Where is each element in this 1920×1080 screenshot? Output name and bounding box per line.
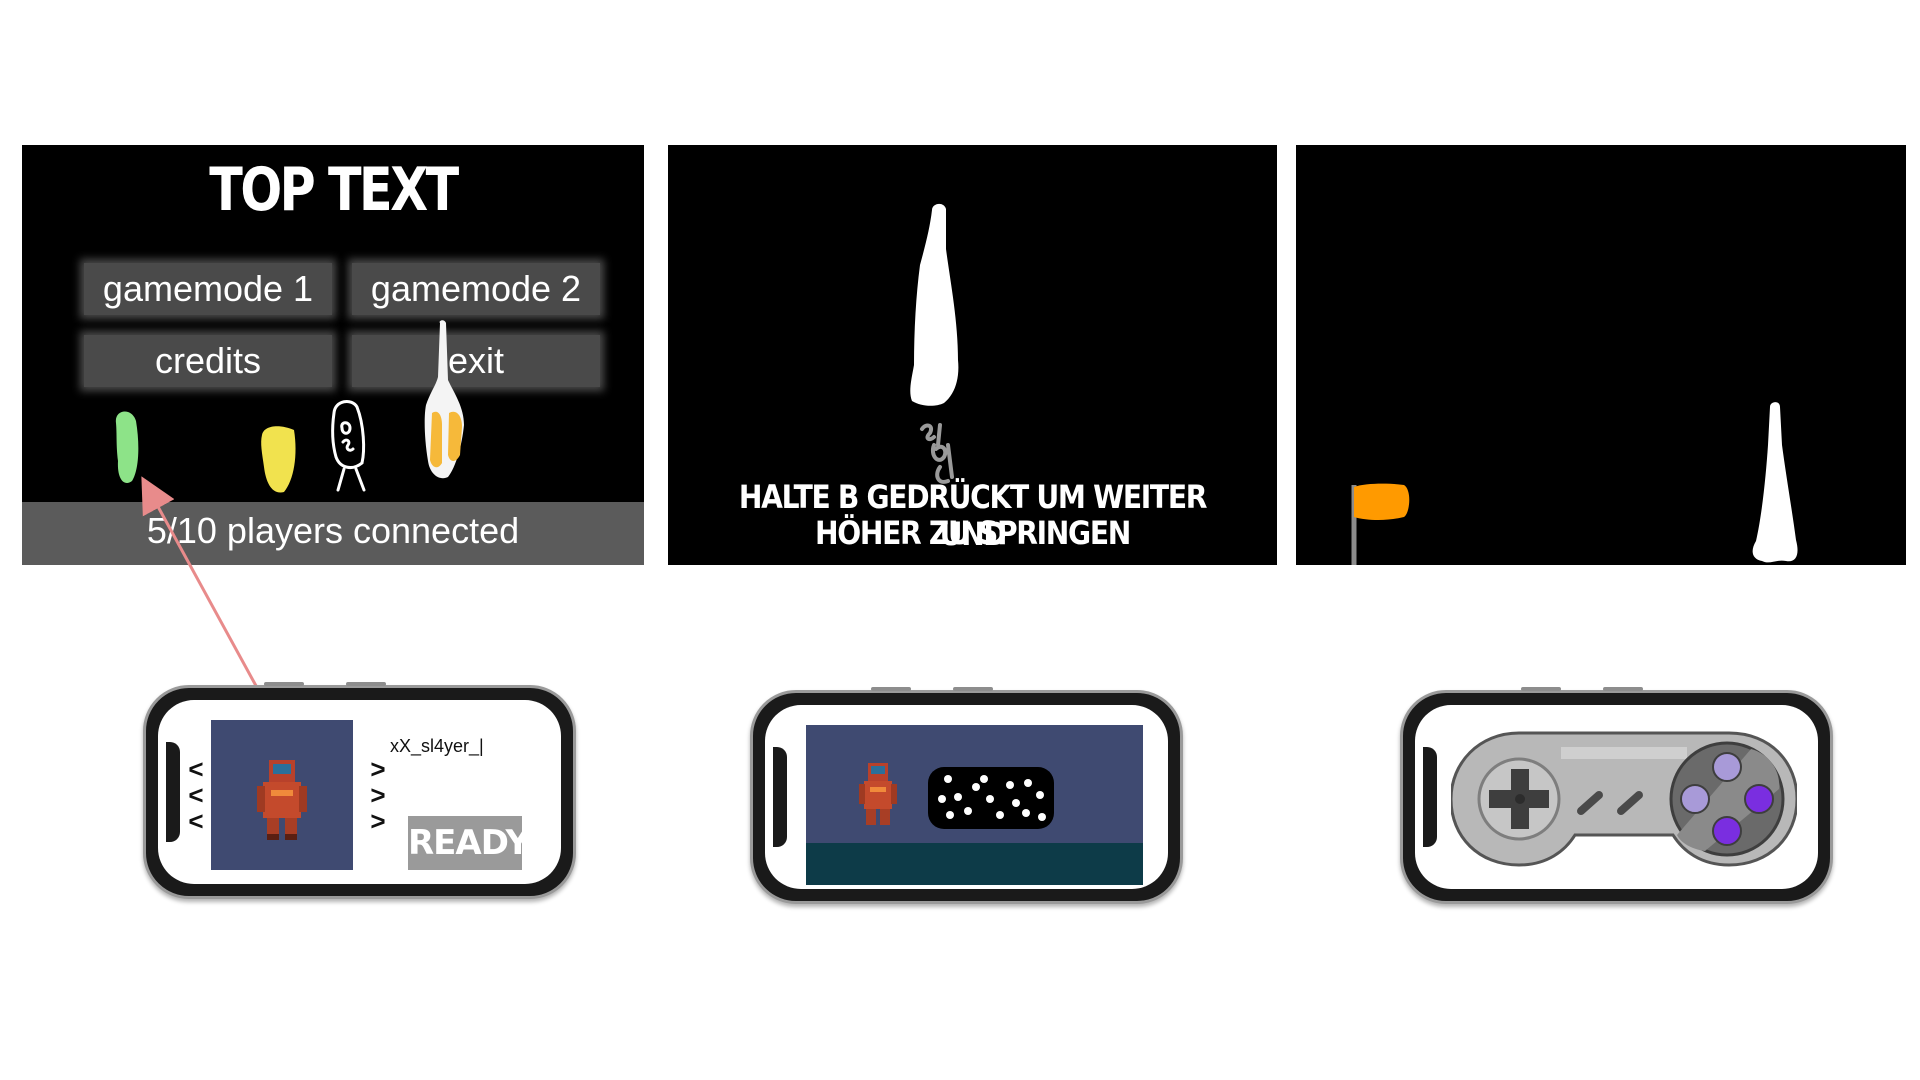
player-avatars [115, 320, 464, 493]
players-connected-status: 5/10 players connected [22, 502, 644, 565]
exit-button[interactable]: exit [352, 335, 600, 387]
phone-controller [1400, 687, 1833, 904]
astronaut-icon [859, 763, 897, 825]
menu-screen: TOP TEXT gamemode 1 gamemode 2 credits e… [22, 145, 644, 565]
rocket-icon [910, 203, 959, 484]
game-floor [806, 843, 1143, 885]
rocket-icon [1752, 402, 1798, 563]
astronaut-icon [257, 760, 307, 840]
menu-title: TOP TEXT [209, 155, 459, 225]
button-y[interactable] [1680, 784, 1710, 814]
jump-caption-line-2: HÖHER ZU SPRINGEN [814, 514, 1131, 552]
button-a[interactable] [1744, 784, 1774, 814]
credits-button[interactable]: credits [84, 335, 332, 387]
phone-character-select: <<< >>> xX_sl4yer_| READY [143, 682, 576, 899]
gamemode-2-button[interactable]: gamemode 2 [352, 263, 600, 315]
player-orange-rocket-avatar [424, 320, 464, 479]
phone-game-view [750, 687, 1183, 904]
ready-button[interactable]: READY [408, 816, 530, 870]
username-field[interactable]: xX_sl4yer_| [390, 736, 484, 756]
dpad-icon[interactable] [1489, 769, 1549, 829]
character-preview [211, 720, 353, 870]
player-yellow-avatar [261, 426, 296, 493]
controller-icon [1451, 731, 1797, 867]
button-b[interactable] [1712, 816, 1742, 846]
player-sketch-avatar [331, 400, 366, 492]
particle-burst-icon [928, 767, 1054, 829]
goal-scene [1351, 402, 1798, 565]
flag-icon [1351, 483, 1410, 565]
gamemode-1-button[interactable]: gamemode 1 [84, 263, 332, 315]
goal-screen [1296, 145, 1906, 565]
jump-screen: HALTE B GEDRÜCKT UM WEITER UND HÖHER ZU … [668, 145, 1277, 565]
game-viewport [806, 725, 1143, 885]
player-green-avatar [115, 411, 139, 483]
button-x[interactable] [1712, 752, 1742, 782]
next-character-arrows[interactable]: >>> [370, 754, 386, 836]
jump-caption-line-1: HALTE B GEDRÜCKT UM WEITER UND [738, 478, 1208, 553]
select-start-buttons[interactable] [1577, 791, 1643, 815]
previous-character-arrows[interactable]: <<< [188, 754, 204, 836]
